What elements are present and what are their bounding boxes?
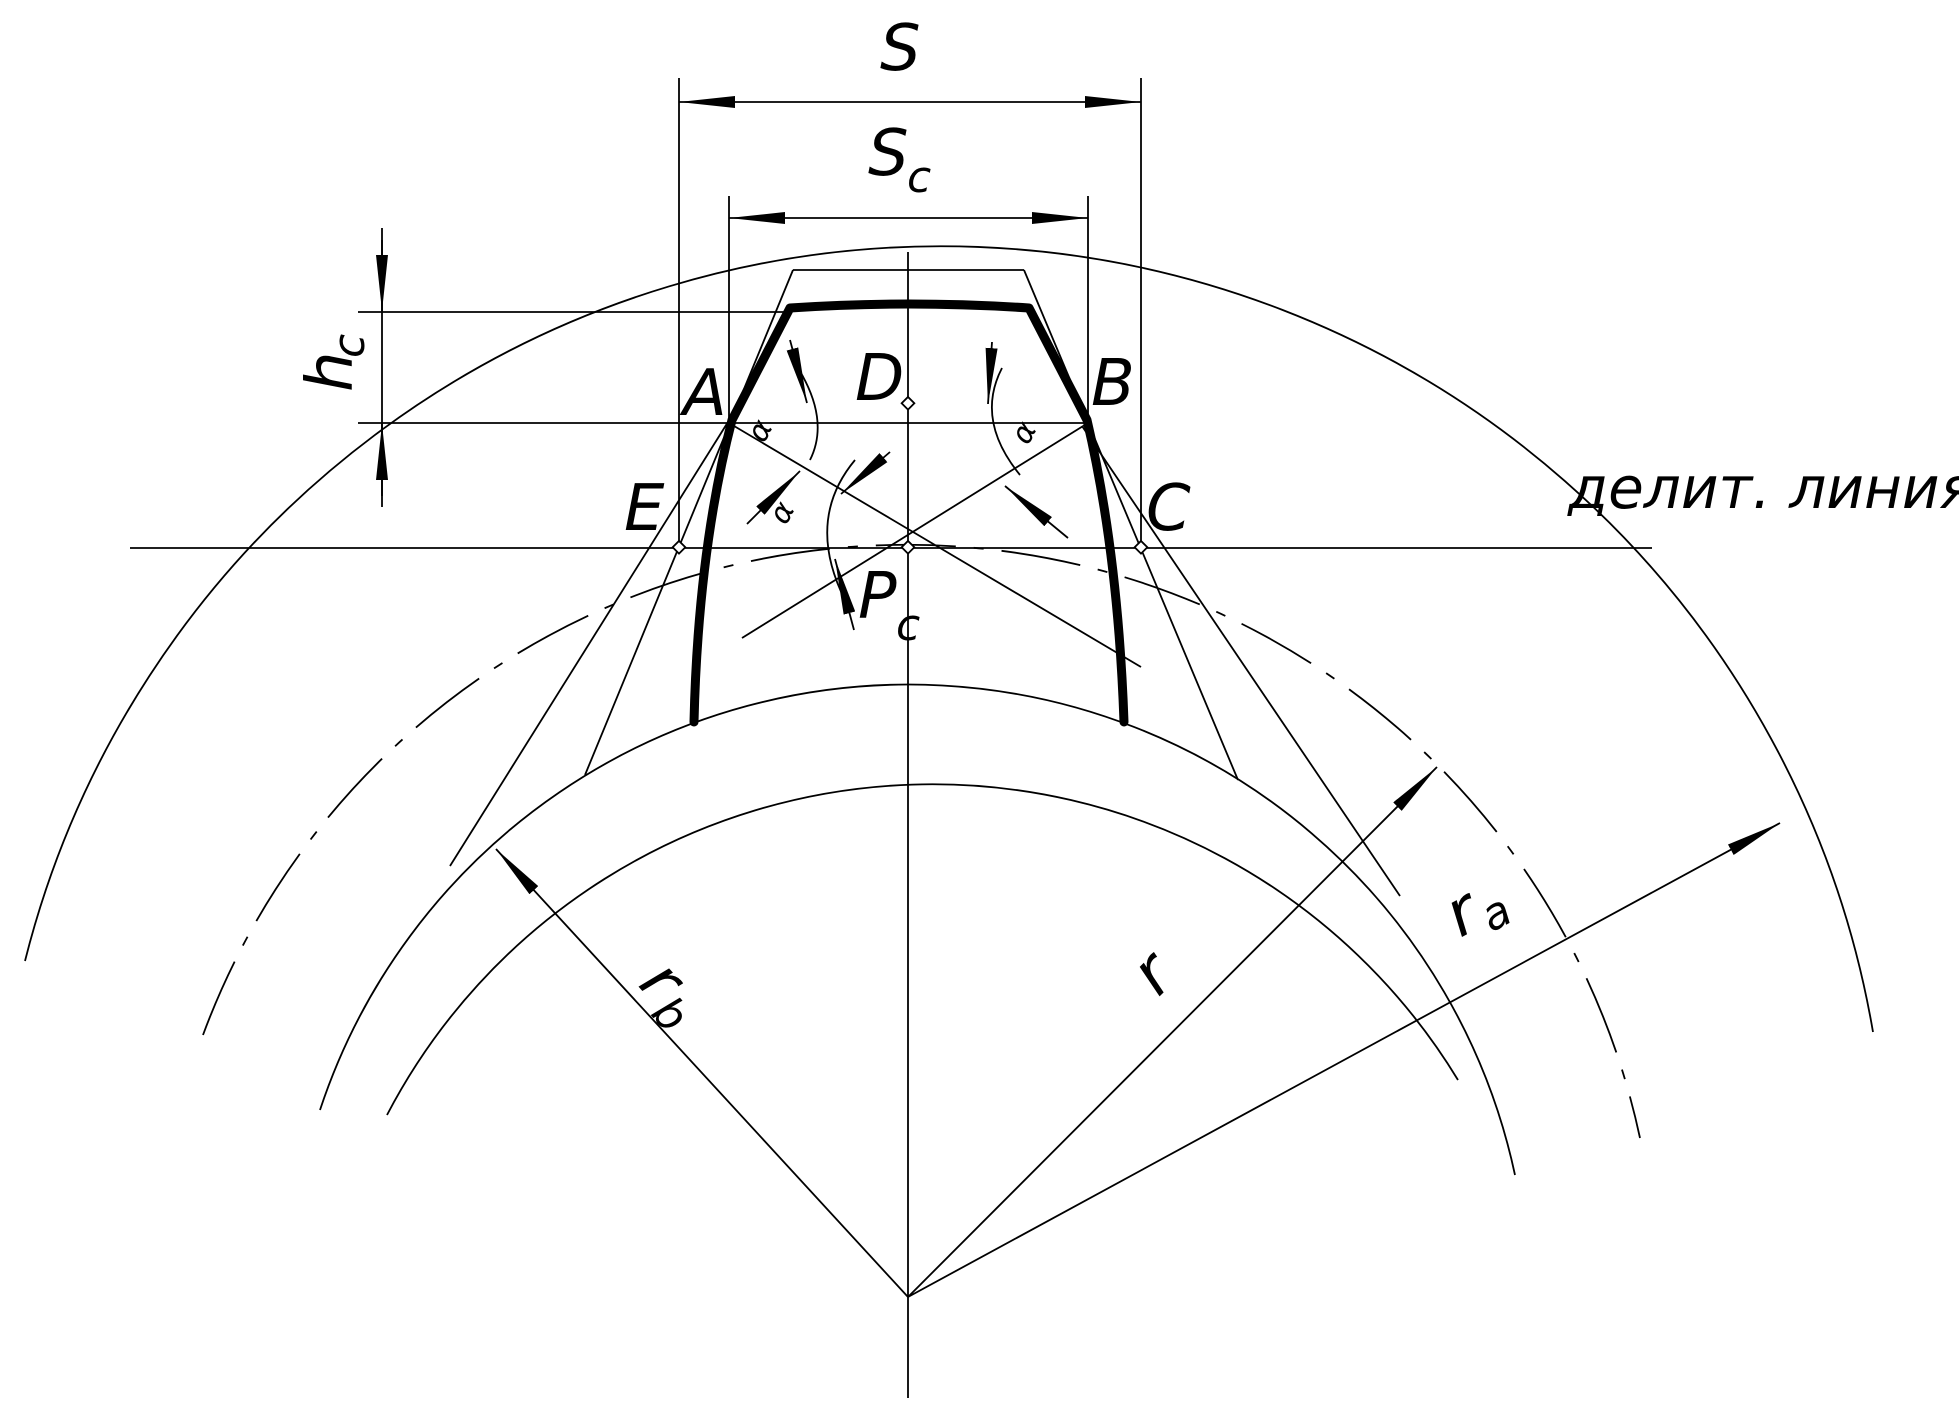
label-Sc-sub: c (907, 152, 931, 203)
label-hc-sub: c (324, 334, 375, 358)
label-A: A (679, 357, 727, 431)
point-E-marker (671, 539, 687, 555)
tangent-left (449, 421, 729, 867)
line-A-C (728, 422, 1142, 668)
tangent-right (1081, 425, 1401, 897)
label-alpha-3: α (1004, 416, 1044, 450)
label-E: E (624, 472, 665, 546)
radius-rb (495, 848, 909, 1298)
rack-line-right (1023, 269, 1239, 781)
radius-ra (907, 822, 1781, 1298)
point-D-marker (900, 395, 916, 411)
base-circle (386, 783, 1459, 1116)
radius-r (907, 766, 1438, 1298)
line-B-E (741, 422, 1089, 639)
point-C-marker (1133, 539, 1149, 555)
rack-line-left (584, 269, 794, 776)
label-S: S (880, 12, 921, 86)
point-Pc-marker (900, 539, 916, 555)
label-Pc-sub: c (896, 600, 920, 651)
pitch-circle (202, 543, 1641, 1139)
label-alpha-2: α (762, 496, 802, 530)
label-r: r (1117, 936, 1191, 1010)
label-hc: h (294, 351, 368, 392)
label-pitch-line: делит. линия (1567, 454, 1959, 522)
label-D: D (855, 342, 904, 416)
label-B: B (1091, 347, 1135, 421)
tooth-profile (689, 299, 1129, 727)
label-Pc: P (858, 560, 897, 634)
label-alpha-1: α (740, 414, 780, 448)
addendum-circle (24, 245, 1874, 1033)
pitch-circle-inner-arc (319, 683, 1516, 1176)
label-Sc: S (868, 117, 909, 191)
label-C: C (1146, 472, 1191, 546)
